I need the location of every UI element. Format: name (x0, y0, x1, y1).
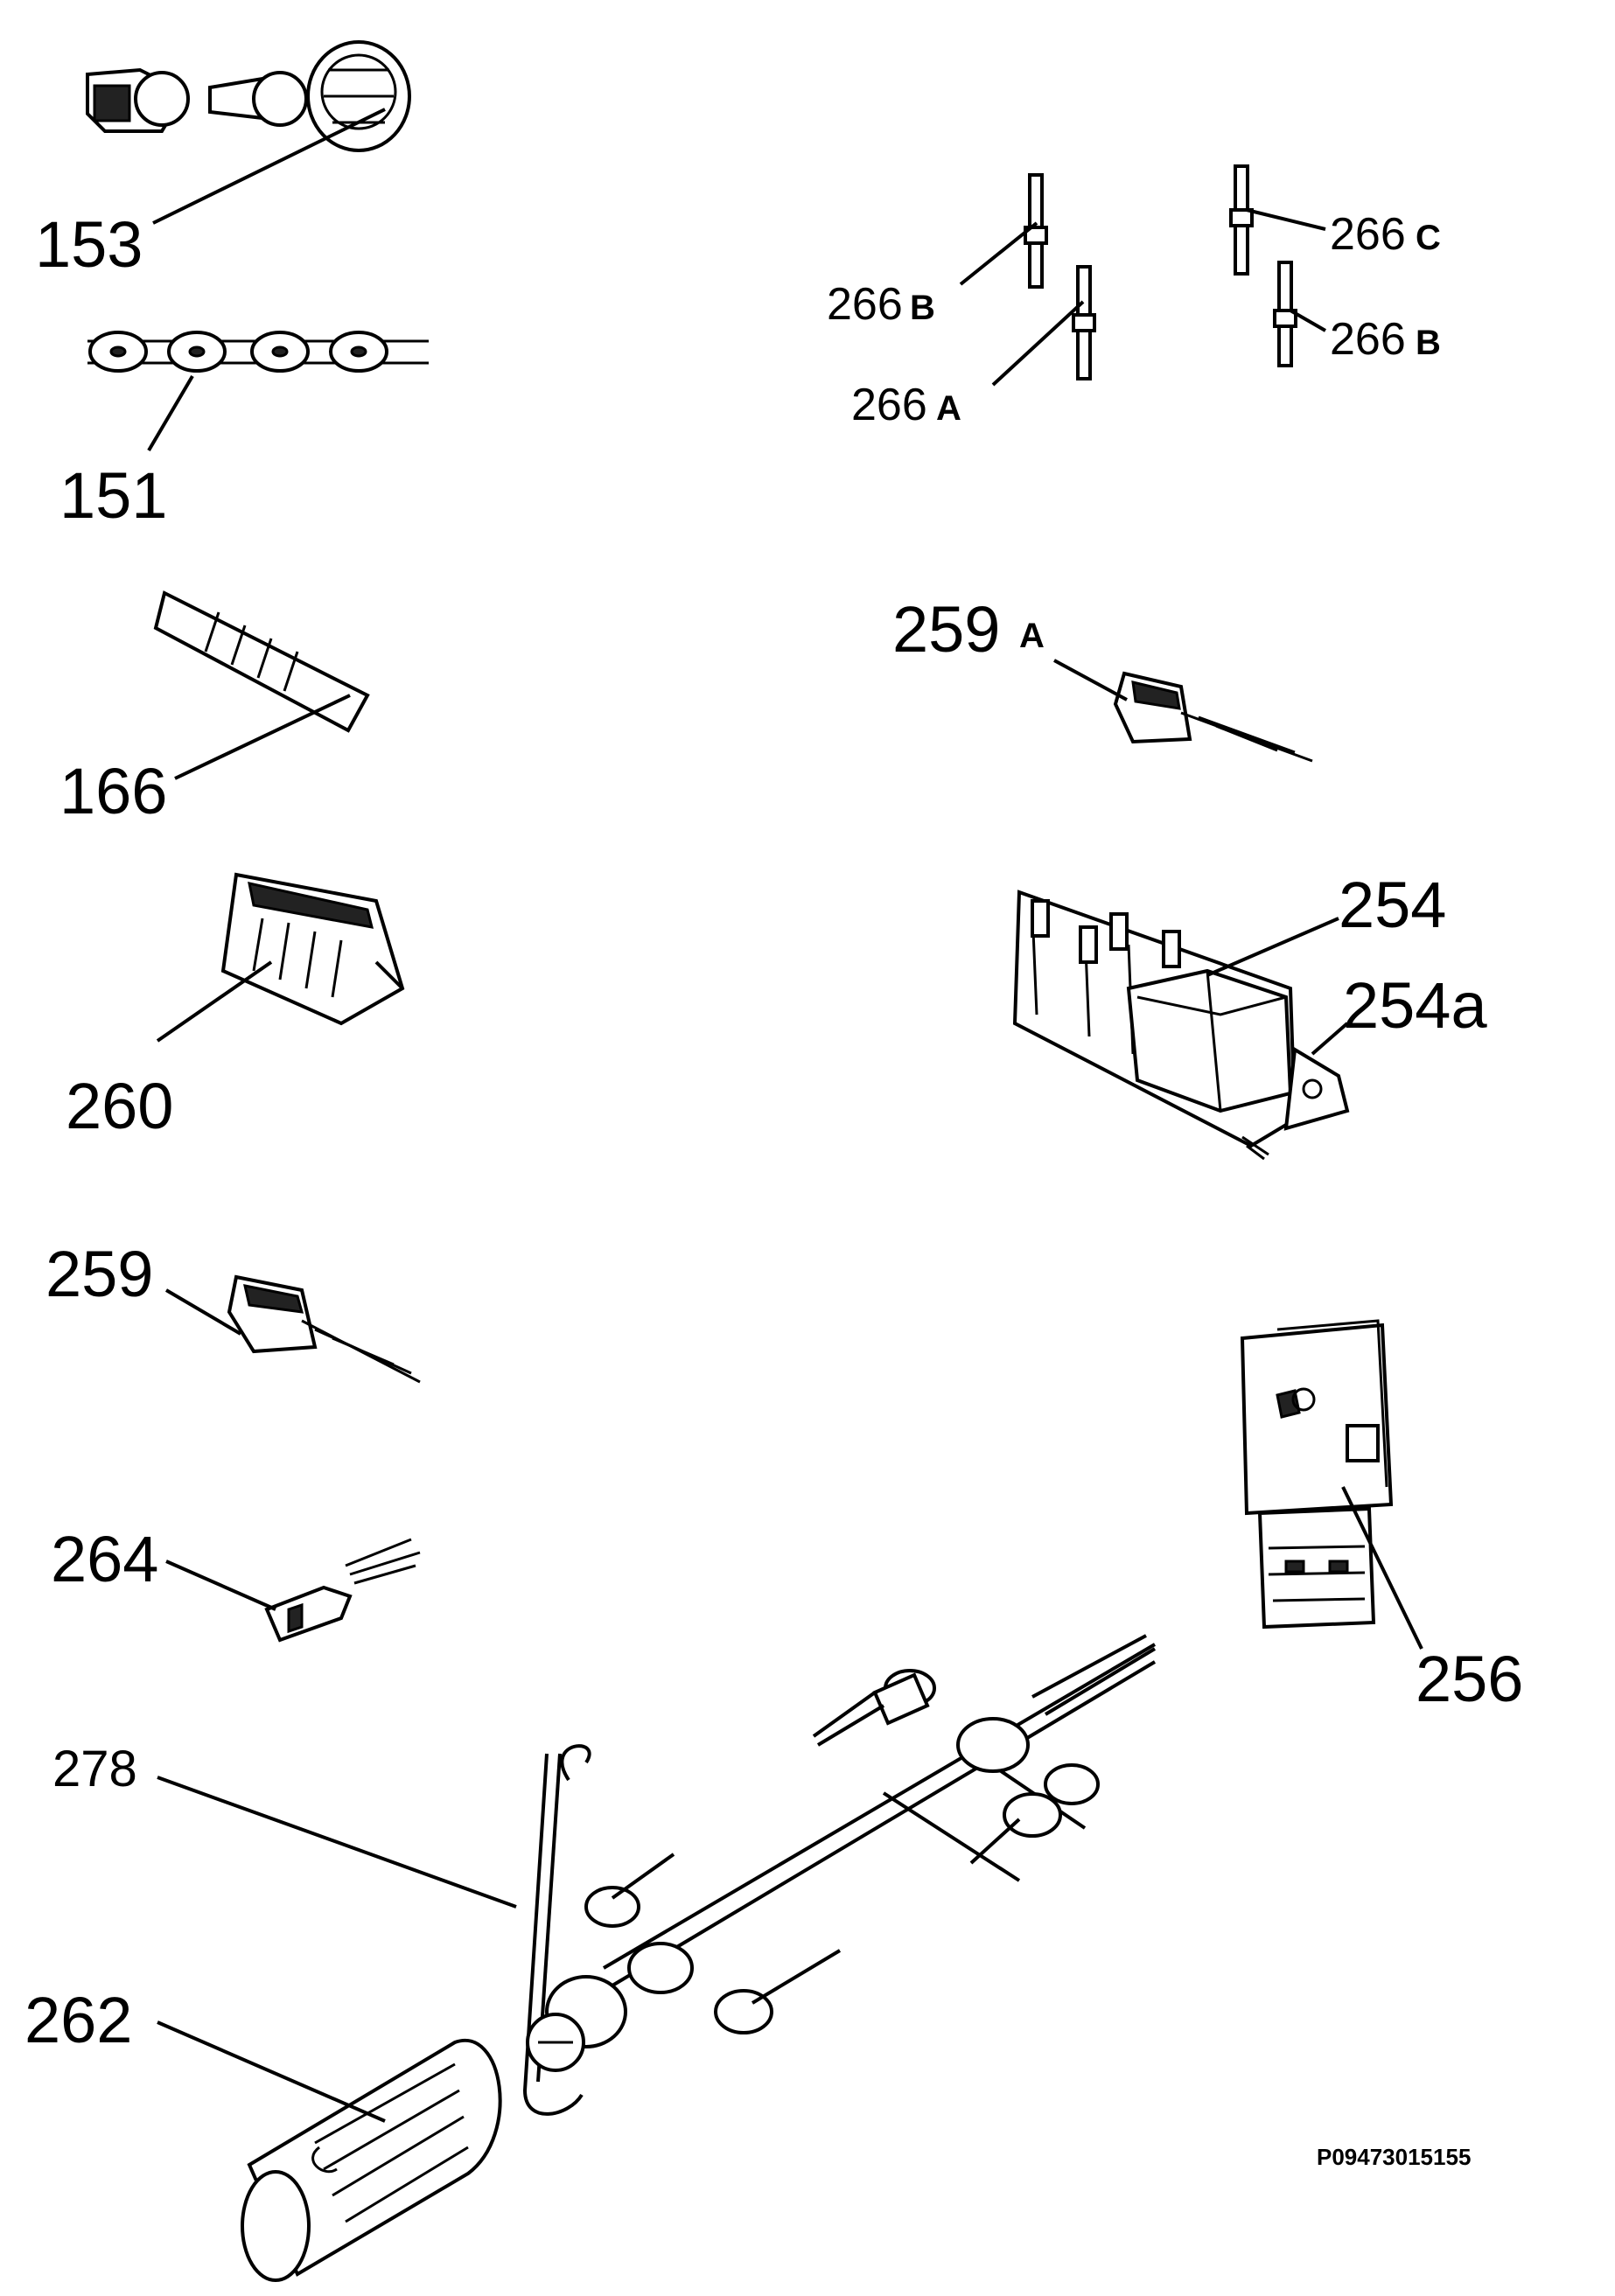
label-259: 259 (45, 1238, 153, 1310)
label-259a-number: 259 (892, 593, 1000, 666)
part-266-thermocouples (1024, 164, 1297, 380)
part-166-label-strip (153, 590, 370, 733)
part-259a-switch (1113, 671, 1313, 763)
label-266a-suffix: A (936, 389, 961, 428)
part-260-selector-switch (220, 872, 405, 1026)
label-266b-right-suffix: B (1416, 324, 1441, 362)
label-278: 278 (52, 1741, 137, 1797)
part-151-washer-strip (87, 331, 429, 373)
label-153: 153 (35, 208, 143, 281)
part-264-connector (264, 1538, 421, 1643)
label-264: 264 (51, 1523, 158, 1595)
label-262: 262 (24, 1984, 132, 2056)
label-260: 260 (66, 1070, 173, 1142)
label-266b-right-number: 266 (1330, 314, 1406, 365)
label-256: 256 (1416, 1643, 1523, 1715)
label-266b-left-suffix: B (910, 289, 935, 327)
label-254a: 254a (1343, 969, 1487, 1042)
part-153-knob-assembly (86, 40, 411, 152)
part-262-cylinder-element (241, 2038, 502, 2282)
label-266b-left-number: 266 (827, 279, 903, 330)
diagram-reference-code: P09473015155 (1317, 2144, 1471, 2170)
part-254-ignition-generator (1012, 890, 1350, 1161)
label-266c-number: 266 (1330, 209, 1406, 260)
label-151: 151 (59, 459, 167, 532)
label-266a-number: 266 (851, 380, 927, 430)
label-259a-suffix: A (1019, 617, 1045, 655)
label-166: 166 (59, 755, 167, 827)
label-254: 254 (1339, 869, 1446, 941)
part-278-gas-manifold (522, 1634, 1157, 2116)
part-256-control-module (1240, 1319, 1394, 1630)
part-259-switch (227, 1274, 421, 1384)
label-266c-suffix: C (1416, 219, 1441, 257)
